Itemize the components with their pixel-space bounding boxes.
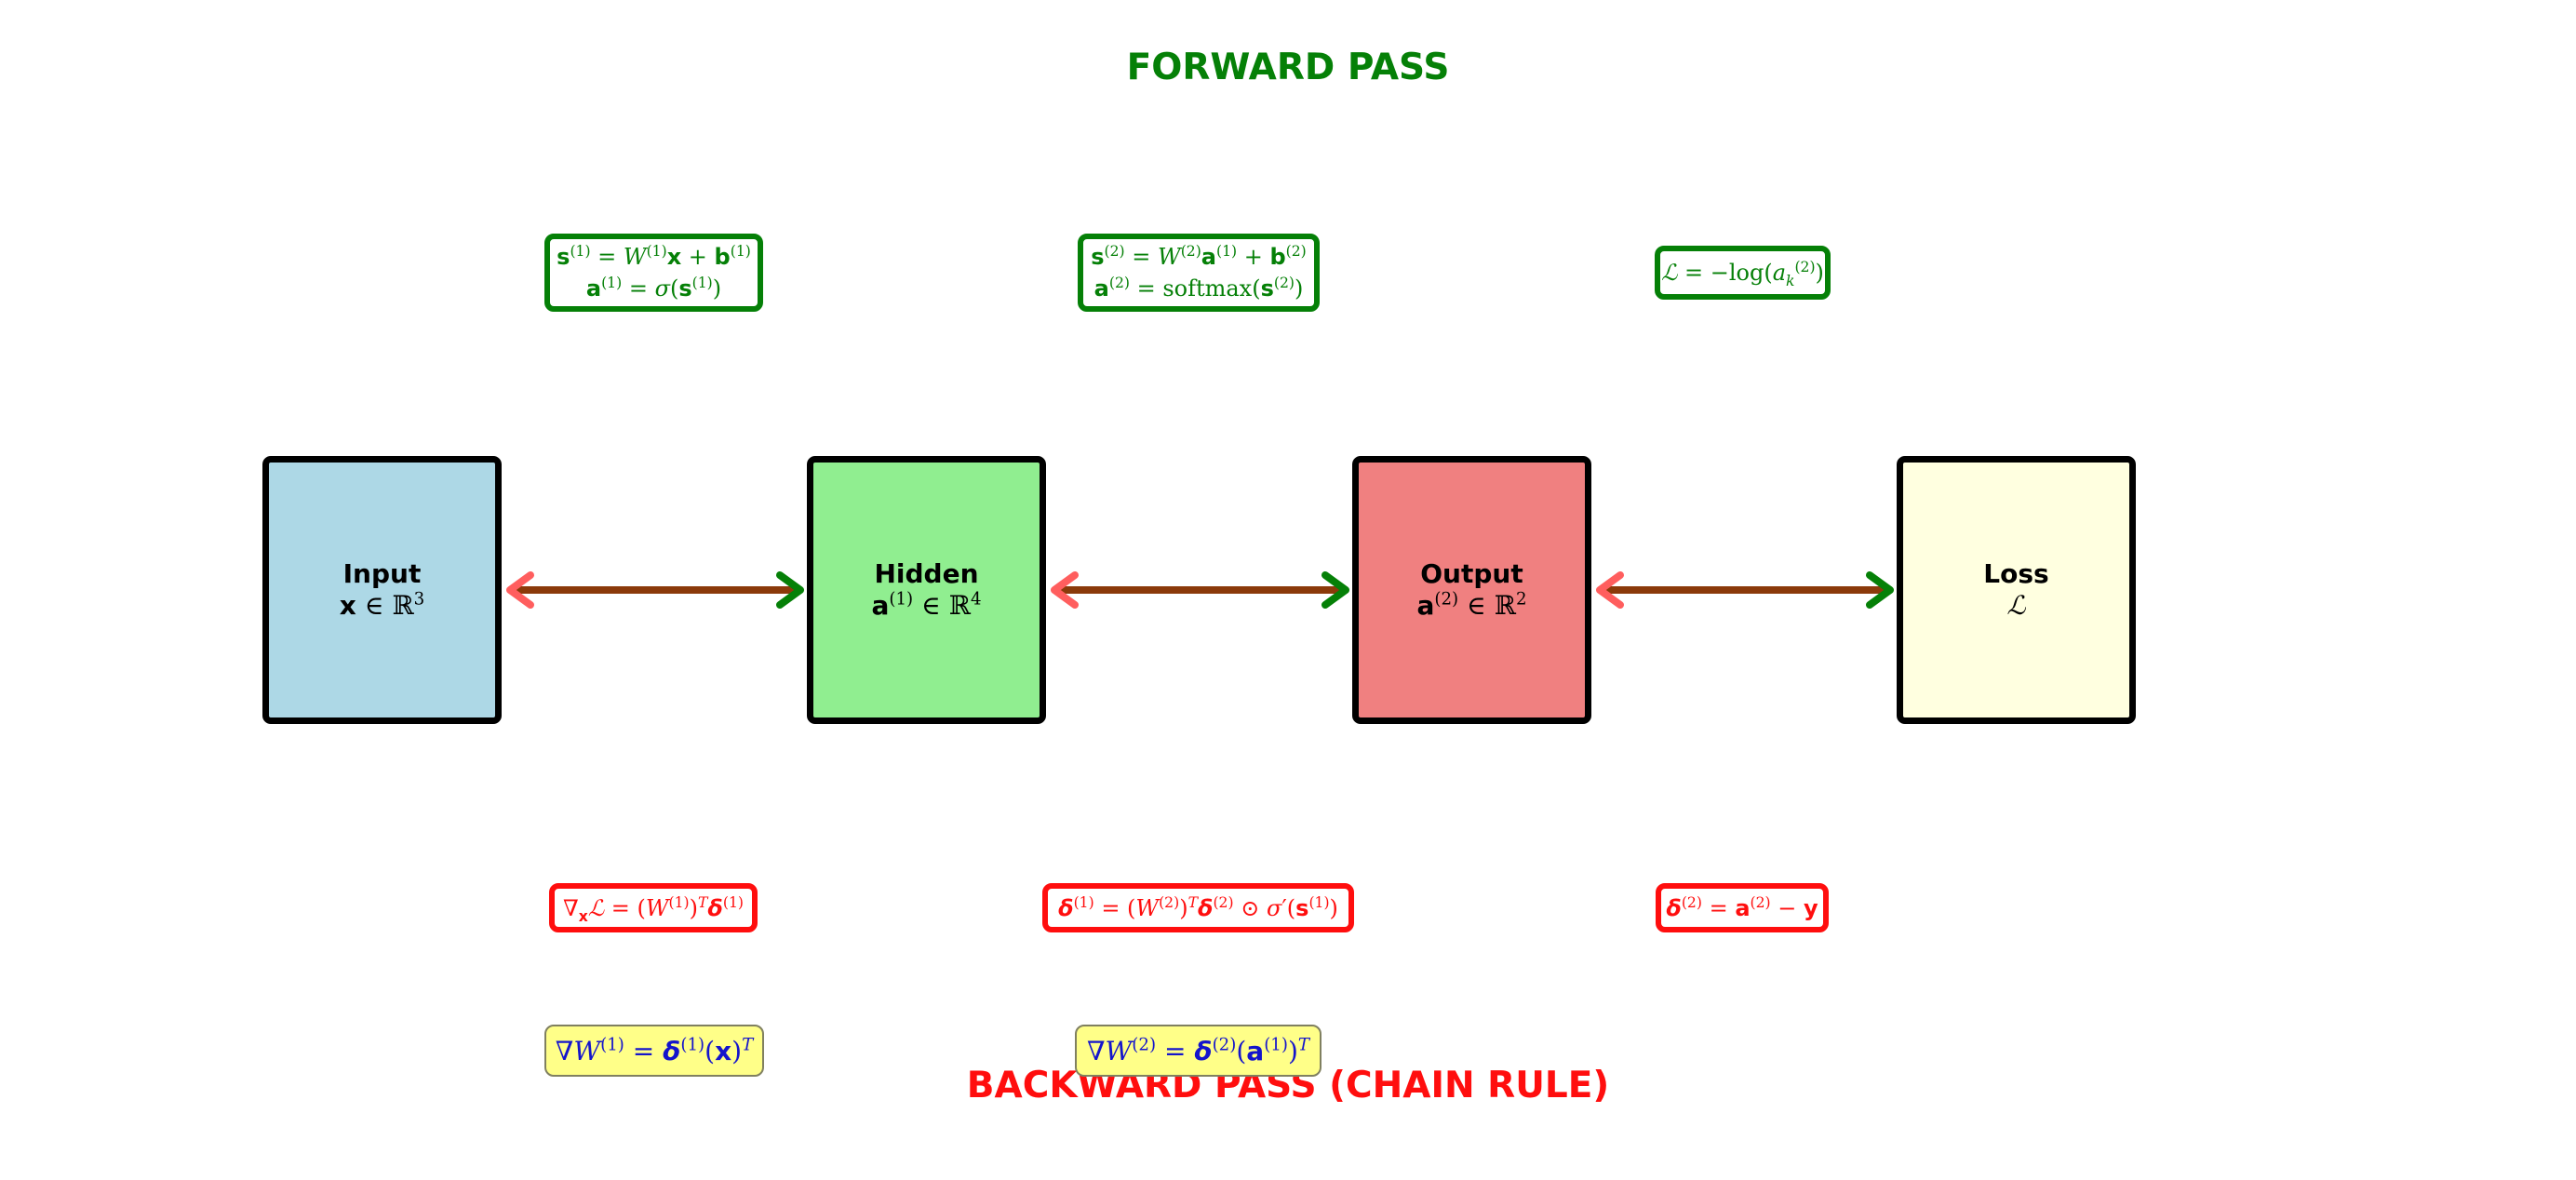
arrow-input-hidden [506,571,804,609]
forward-equation-line: ℒ = −log(ak(2)) [1661,259,1824,289]
backward-equation-text: ∇xℒ = (W(1))Tδ(1) [563,893,744,925]
forward-equation-hidden: s(1) = W(1)x + b(1) a(1) = σ(s(1)) [544,234,763,312]
output-node-dimension: a(2) ∈ ℝ2 [1416,589,1527,621]
forward-arrowhead [776,571,804,609]
arrow-output-loss [1596,571,1894,609]
hidden-node-dimension: a(1) ∈ ℝ4 [871,589,982,621]
forward-arrowhead [1866,571,1894,609]
arrow-hidden-output [1051,571,1349,609]
forward-arrowhead [1322,571,1349,609]
forward-pass-title: FORWARD PASS [1126,47,1450,88]
gradient-equation-w2: ∇W(2) = δ(2)(a(1))T [1075,1025,1322,1077]
forward-equation-output: s(2) = W(2)a(1) + b(2) a(2) = softmax(s(… [1078,234,1320,312]
backward-equation-text: δ(1) = (W(2))Tδ(2) ⊙ σ′(s(1)) [1058,893,1338,921]
backward-arrowhead [1051,571,1079,609]
gradient-equation-w1: ∇W(1) = δ(1)(x)T [544,1025,764,1077]
input-node-label: Input [342,558,422,589]
output-node: Output a(2) ∈ ℝ2 [1352,456,1591,724]
hidden-node: Hidden a(1) ∈ ℝ4 [807,456,1046,724]
hidden-node-label: Hidden [874,558,979,589]
gradient-equation-text: ∇W(2) = δ(2)(a(1))T [1086,1035,1310,1066]
output-node-label: Output [1420,558,1523,589]
loss-node-label: Loss [1983,558,2049,589]
loss-node-symbol: ℒ [2006,590,2026,621]
backward-equation-output: δ(2) = a(2) − y [1656,883,1829,932]
forward-equation-line: s(2) = W(2)a(1) + b(2) [1091,243,1307,270]
gradient-equation-text: ∇W(1) = δ(1)(x)T [555,1035,754,1066]
backward-arrowhead [506,571,534,609]
backward-equation-text: δ(2) = a(2) − y [1666,893,1818,921]
backward-equation-hidden: δ(1) = (W(2))Tδ(2) ⊙ σ′(s(1)) [1042,883,1354,932]
input-node-dimension: x ∈ ℝ3 [339,589,425,621]
input-node: Input x ∈ ℝ3 [262,456,502,724]
backward-equation-input: ∇xℒ = (W(1))Tδ(1) [549,883,758,932]
backward-arrowhead [1596,571,1624,609]
forward-equation-line: s(1) = W(1)x + b(1) [557,243,751,270]
forward-equation-loss: ℒ = −log(ak(2)) [1655,246,1831,300]
loss-node: Loss ℒ [1897,456,2136,724]
forward-equation-line: a(2) = softmax(s(2)) [1093,275,1304,302]
forward-equation-line: a(1) = σ(s(1)) [585,275,722,302]
